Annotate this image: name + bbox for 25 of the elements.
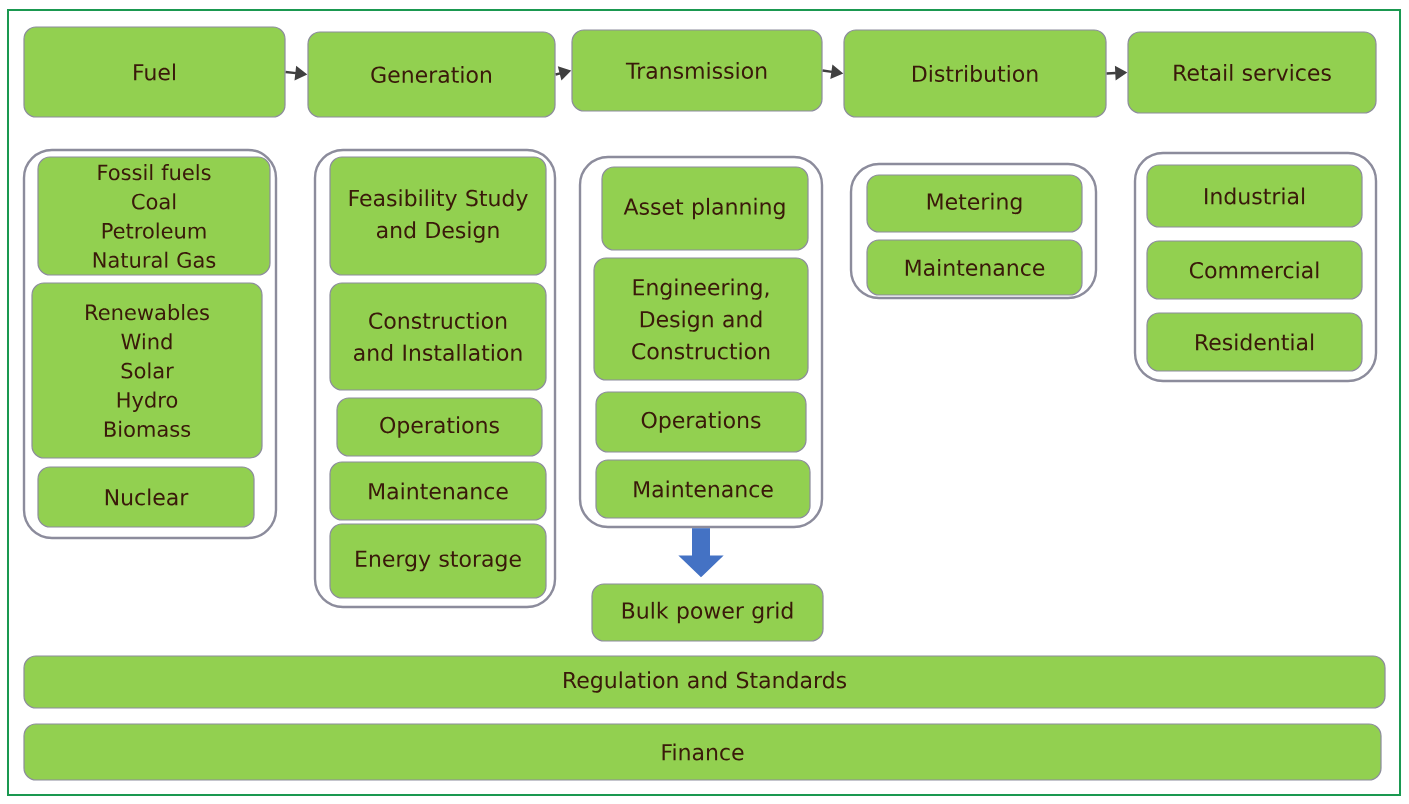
process-box: Fuel [23,26,286,118]
item-box: Energy storage [329,523,547,599]
process-box: Distribution [843,29,1107,118]
item-box: Operations [336,397,543,457]
process-box: Generation [307,31,556,118]
item-box: Maintenance [329,461,547,521]
item-box: Industrial [1146,164,1363,228]
item-box: Metering [866,174,1083,233]
item-box: Maintenance [866,239,1083,296]
item-box: Construction and Installation [329,282,547,391]
item-box: Fossil fuels Coal Petroleum Natural Gas [37,156,271,276]
process-box: Transmission [571,29,823,112]
item-box: Residential [1146,312,1363,372]
process-box: Bulk power grid [591,583,824,642]
item-box: Feasibility Study and Design [329,156,547,276]
item-box: Renewables Wind Solar Hydro Biomass [31,282,263,459]
item-box: Maintenance [595,459,811,519]
item-box: Asset planning [601,166,809,251]
item-box: Operations [595,391,807,453]
item-box: Engineering, Design and Construction [593,257,809,381]
process-box: Retail services [1127,31,1377,114]
item-box: Commercial [1146,240,1363,300]
item-box: Nuclear [37,466,255,528]
process-box: Finance [23,723,1382,781]
process-box: Regulation and Standards [23,655,1386,709]
